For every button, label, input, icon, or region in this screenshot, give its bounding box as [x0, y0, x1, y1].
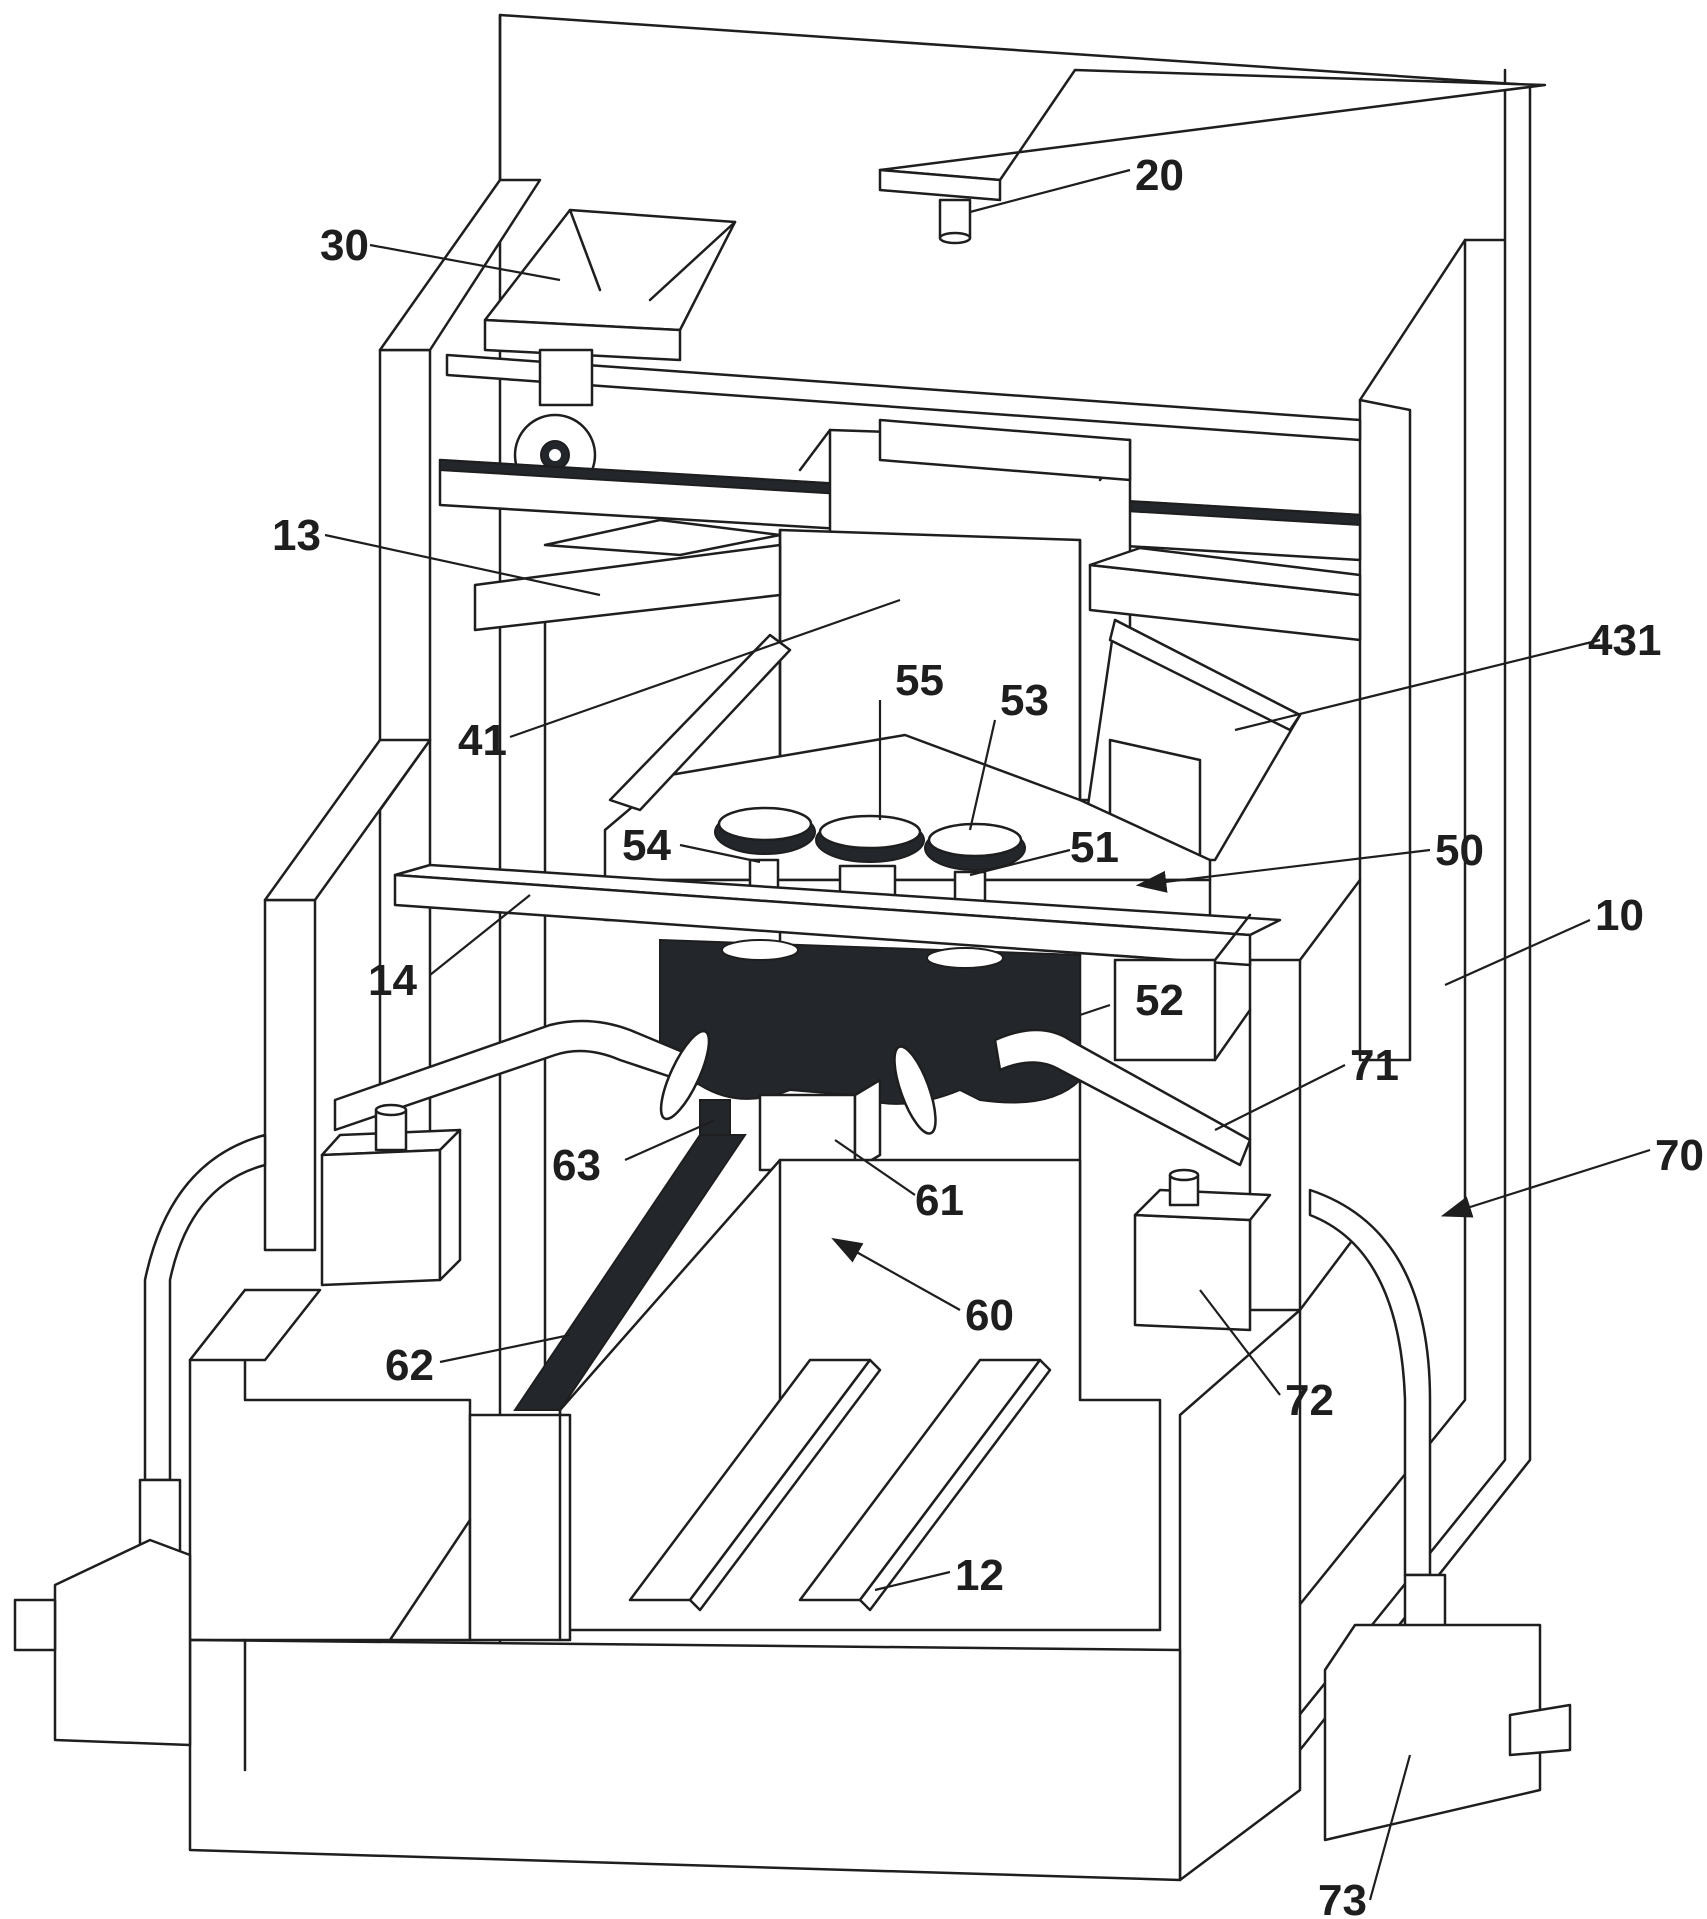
top-bracket: [878, 68, 1547, 245]
label-70: 70: [1655, 1131, 1704, 1180]
suction-arm: [333, 1019, 1252, 1167]
hose-left: [13, 1133, 267, 1747]
label-73: 73: [1318, 1876, 1367, 1919]
label-71: 71: [1350, 1041, 1399, 1090]
funnel: [1078, 618, 1302, 862]
right-flap: [1088, 546, 1362, 642]
hose-right: [1308, 1188, 1572, 1842]
leader-lines: [324, 168, 1651, 1901]
label-51: 51: [1070, 823, 1119, 872]
label-431: 431: [1588, 616, 1661, 665]
label-14: 14: [368, 956, 417, 1005]
pump-right: [1133, 1168, 1272, 1332]
label-53: 53: [1000, 676, 1049, 725]
label-12: 12: [955, 1551, 1004, 1600]
label-63: 63: [552, 1141, 601, 1190]
left-flap: [473, 518, 782, 632]
label-62: 62: [385, 1341, 434, 1390]
pump-left: [320, 1103, 462, 1287]
base-tub: [188, 1288, 1302, 1882]
label-55: 55: [895, 656, 944, 705]
label-50: 50: [1435, 826, 1484, 875]
label-10: 10: [1595, 891, 1644, 940]
label-30: 30: [320, 221, 369, 270]
label-54: 54: [622, 821, 671, 870]
label-61: 61: [915, 1176, 964, 1225]
label-41: 41: [458, 716, 507, 765]
plate: [393, 863, 1282, 967]
label-60: 60: [965, 1291, 1014, 1340]
chute-box: [543, 418, 1132, 1402]
lower-tray: [558, 1158, 1162, 1632]
label-13: 13: [272, 511, 321, 560]
reference-labels: 20 30 13 41 55 53 431 54 51 50 10 14 52 …: [272, 151, 1704, 1919]
label-72: 72: [1285, 1376, 1334, 1425]
label-52: 52: [1135, 976, 1184, 1025]
drive-unit: [513, 1078, 882, 1411]
label-20: 20: [1135, 151, 1184, 200]
